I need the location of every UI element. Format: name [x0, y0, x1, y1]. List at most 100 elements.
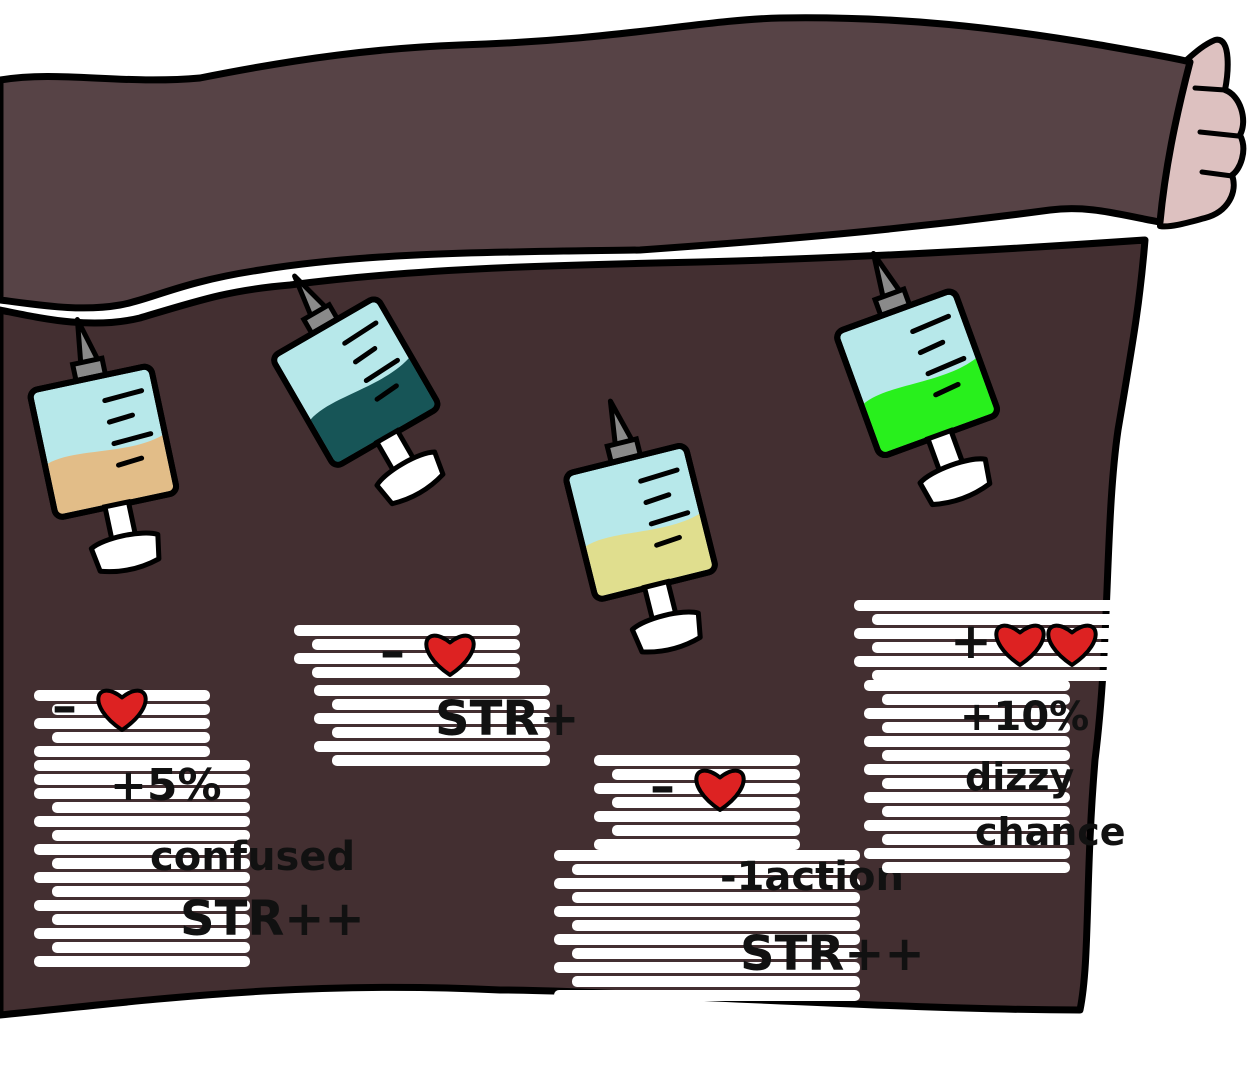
effect-text-line: +5%	[110, 760, 222, 811]
label-scribble-bg	[294, 653, 520, 664]
syringe-measure-mark	[648, 510, 691, 527]
heart-icon	[96, 688, 148, 732]
label-scribble-bg	[872, 670, 1130, 681]
label-scribble-bg	[882, 862, 1070, 873]
syringe-measure-mark	[353, 346, 378, 365]
label-scribble-bg	[612, 797, 800, 808]
label-scribble-bg	[34, 900, 250, 911]
label-scribble-bg	[34, 956, 250, 967]
heart-modifier-sign: –	[380, 622, 405, 680]
syringe-measure-mark	[910, 313, 951, 335]
label-scribble-bg	[52, 858, 250, 869]
label-scribble-bg	[864, 848, 1070, 859]
cloth-folded-top	[0, 14, 1194, 312]
syringe-liquid	[47, 435, 174, 515]
syringe-pale-yellow[interactable]	[550, 386, 732, 664]
label-scribble-bg	[52, 802, 250, 813]
label-scribble-bg	[882, 806, 1070, 817]
label-scribble-bg	[882, 834, 1070, 845]
label-scribble-bg	[864, 736, 1070, 747]
label-scribble-bg	[314, 713, 550, 724]
effect-text-line: confused	[150, 834, 355, 880]
syringe-effect-label: –STR+	[294, 622, 580, 766]
label-scribble-bg	[554, 850, 860, 861]
heart-modifier-sign: –	[650, 757, 675, 815]
label-scribble-bg	[864, 792, 1070, 803]
label-scribble-bg	[572, 976, 860, 987]
label-scribble-bg	[52, 886, 250, 897]
heart-modifier-sign: –	[52, 677, 77, 735]
label-scribble-bg	[554, 990, 860, 1001]
label-scribble-bg	[314, 685, 550, 696]
label-scribble-bg	[312, 667, 520, 678]
syringe-measure-mark	[654, 534, 682, 548]
syringe-bright-green[interactable]	[814, 232, 1022, 520]
syringe-plunger-head	[629, 609, 703, 655]
syringe-measure-mark	[917, 339, 946, 356]
effect-text-line: STR++	[180, 891, 365, 947]
label-scribble-bg	[572, 864, 860, 875]
label-scribble-bg	[332, 755, 550, 766]
label-scribble-bg	[332, 727, 550, 738]
label-scribble-bg	[882, 722, 1070, 733]
label-scribble-bg	[34, 844, 250, 855]
label-scribble-bg	[864, 764, 1070, 775]
heart-modifier-sign: +	[950, 612, 992, 670]
syringe-liquid	[310, 358, 437, 464]
heart-icon	[994, 623, 1046, 667]
label-scribble-bg	[594, 811, 800, 822]
label-scribble-bg	[312, 639, 520, 650]
label-scribble-bg	[882, 750, 1070, 761]
label-scribble-bg	[52, 732, 210, 743]
label-scribble-bg	[294, 625, 520, 636]
label-scribble-bg	[34, 816, 250, 827]
syringe-dark-teal[interactable]	[242, 246, 472, 524]
label-scribble-bg	[882, 694, 1070, 705]
label-scribble-bg	[554, 934, 860, 945]
label-scribble-bg	[52, 830, 250, 841]
heart-icon	[424, 633, 476, 677]
label-scribble-bg	[52, 774, 250, 785]
syringe-liquid	[864, 358, 996, 454]
syringe-liquid	[585, 513, 713, 597]
syringe-measure-mark	[374, 383, 399, 402]
label-scribble-bg	[882, 778, 1070, 789]
syringe-measure-mark	[342, 320, 379, 346]
syringe-measure-mark	[643, 492, 672, 505]
syringe-group	[17, 232, 1022, 664]
effect-labels-group: –+5%confusedSTR++–STR+–-1actionSTR++++10…	[34, 600, 1130, 1001]
label-scribble-bg	[34, 788, 250, 799]
effect-text-line: +10%	[960, 694, 1089, 740]
label-scribble-bg	[314, 741, 550, 752]
label-scribble-bg	[52, 914, 250, 925]
heart-icon	[1046, 623, 1098, 667]
label-scribble-bg	[864, 820, 1070, 831]
syringe-measure-mark	[116, 455, 145, 468]
label-scribble-bg	[612, 825, 800, 836]
syringe-measure-mark	[111, 431, 154, 447]
syringe-measure-mark	[363, 357, 400, 384]
label-scribble-bg	[854, 656, 1130, 667]
label-scribble-bg	[34, 928, 250, 939]
syringe-plunger-head	[917, 456, 993, 508]
syringe-measure-mark	[102, 388, 145, 404]
syringe-plunger-head	[374, 449, 446, 507]
syringe-tan[interactable]	[17, 307, 191, 583]
effect-text-line: STR++	[740, 926, 925, 982]
label-scribble-bg	[572, 892, 860, 903]
label-scribble-bg	[34, 872, 250, 883]
heart-icon	[694, 768, 746, 812]
label-scribble-bg	[864, 680, 1070, 691]
syringe-measure-mark	[933, 381, 961, 398]
effect-text-line: dizzy	[965, 755, 1074, 799]
label-scribble-bg	[34, 760, 250, 771]
label-scribble-bg	[854, 600, 1130, 611]
label-scribble-bg	[572, 920, 860, 931]
label-scribble-bg	[872, 614, 1130, 625]
label-scribble-bg	[52, 942, 250, 953]
syringe-plunger-head	[88, 530, 162, 575]
